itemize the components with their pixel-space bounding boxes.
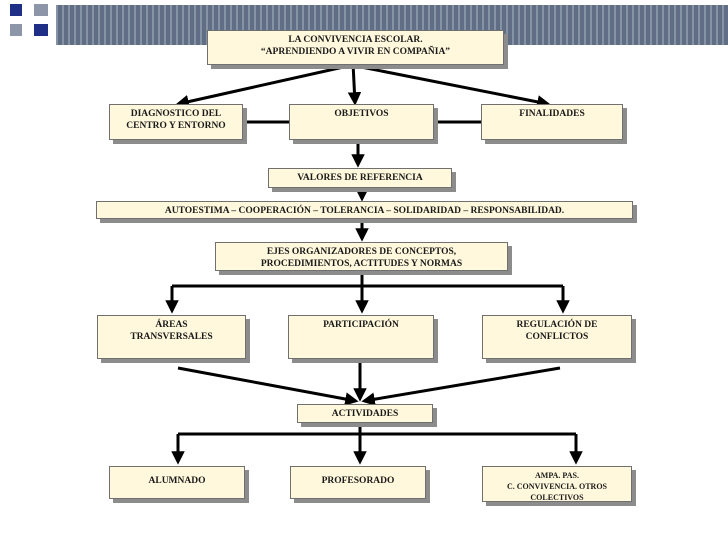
ejes-line-1: EJES ORGANIZADORES DE CONCEPTOS, <box>266 247 457 257</box>
objetivos-node: OBJETIVOS <box>289 104 434 140</box>
areas-line-2: TRANSVERSALES <box>130 332 213 342</box>
alumnado-node: ALUMNADO <box>109 466 245 499</box>
title-line-1: LA CONVIVENCIA ESCOLAR. <box>288 35 423 45</box>
valores-node: VALORES DE REFERENCIA <box>268 168 452 188</box>
participacion-node: PARTICIPACIÓN <box>288 315 434 359</box>
ampa-node: AMPA. PAS. C. CONVIVENCIA. OTROS COLECTI… <box>482 466 632 502</box>
arrow-regulacion-actividades <box>361 366 561 406</box>
arrow-title-finalidades <box>355 64 551 109</box>
arrow-title-diagnostico <box>175 64 349 109</box>
objetivos-label: OBJETIVOS <box>334 109 389 119</box>
arrow-title-objetivos <box>347 62 362 106</box>
areas-node: ÁREAS TRANSVERSALES <box>97 315 246 359</box>
valores-label: VALORES DE REFERENCIA <box>297 173 423 183</box>
actividades-node: ACTIVIDADES <box>297 404 433 423</box>
arrow-areas-actividades <box>177 366 359 406</box>
finalidades-label: FINALIDADES <box>519 109 585 119</box>
regulacion-node: REGULACIÓN DE CONFLICTOS <box>482 315 632 359</box>
corner-square-dark-bottom <box>34 24 48 36</box>
title-line-2: “APRENDIENDO A VIVIR EN COMPAÑIA” <box>260 47 451 57</box>
valores-list-node: AUTOESTIMA – COOPERACIÓN – TOLERANCIA – … <box>96 201 633 219</box>
profesorado-node: PROFESORADO <box>290 466 426 499</box>
regulacion-line-2: CONFLICTOS <box>525 332 589 342</box>
areas-line-1: ÁREAS <box>155 320 188 330</box>
valores-list-label: AUTOESTIMA – COOPERACIÓN – TOLERANCIA – … <box>164 206 565 216</box>
diagnostico-node: DIAGNOSTICO DEL CENTRO Y ENTORNO <box>109 104 243 140</box>
finalidades-node: FINALIDADES <box>481 104 623 140</box>
participacion-label: PARTICIPACIÓN <box>323 320 399 330</box>
ejes-line-2: PROCEDIMIENTOS, ACTITUDES Y NORMAS <box>260 259 463 269</box>
title-node: LA CONVIVENCIA ESCOLAR. “APRENDIENDO A V… <box>207 30 504 65</box>
ejes-node: EJES ORGANIZADORES DE CONCEPTOS, PROCEDI… <box>215 242 508 271</box>
corner-square-light-bottom <box>10 24 22 36</box>
corner-square-dark-top <box>10 4 22 16</box>
diagnostico-line-1: DIAGNOSTICO DEL <box>130 109 222 119</box>
actividades-label: ACTIVIDADES <box>331 409 399 419</box>
profesorado-label: PROFESORADO <box>321 476 395 486</box>
ampa-line-1: AMPA. PAS. <box>535 471 579 480</box>
ampa-line-3: COLECTIVOS <box>530 493 584 502</box>
diagnostico-line-2: CENTRO Y ENTORNO <box>126 121 226 131</box>
alumnado-label: ALUMNADO <box>148 476 206 486</box>
corner-square-light-top <box>34 4 48 16</box>
regulacion-line-1: REGULACIÓN DE <box>516 320 598 330</box>
ampa-line-2: C. CONVIVENCIA. OTROS <box>506 482 607 491</box>
